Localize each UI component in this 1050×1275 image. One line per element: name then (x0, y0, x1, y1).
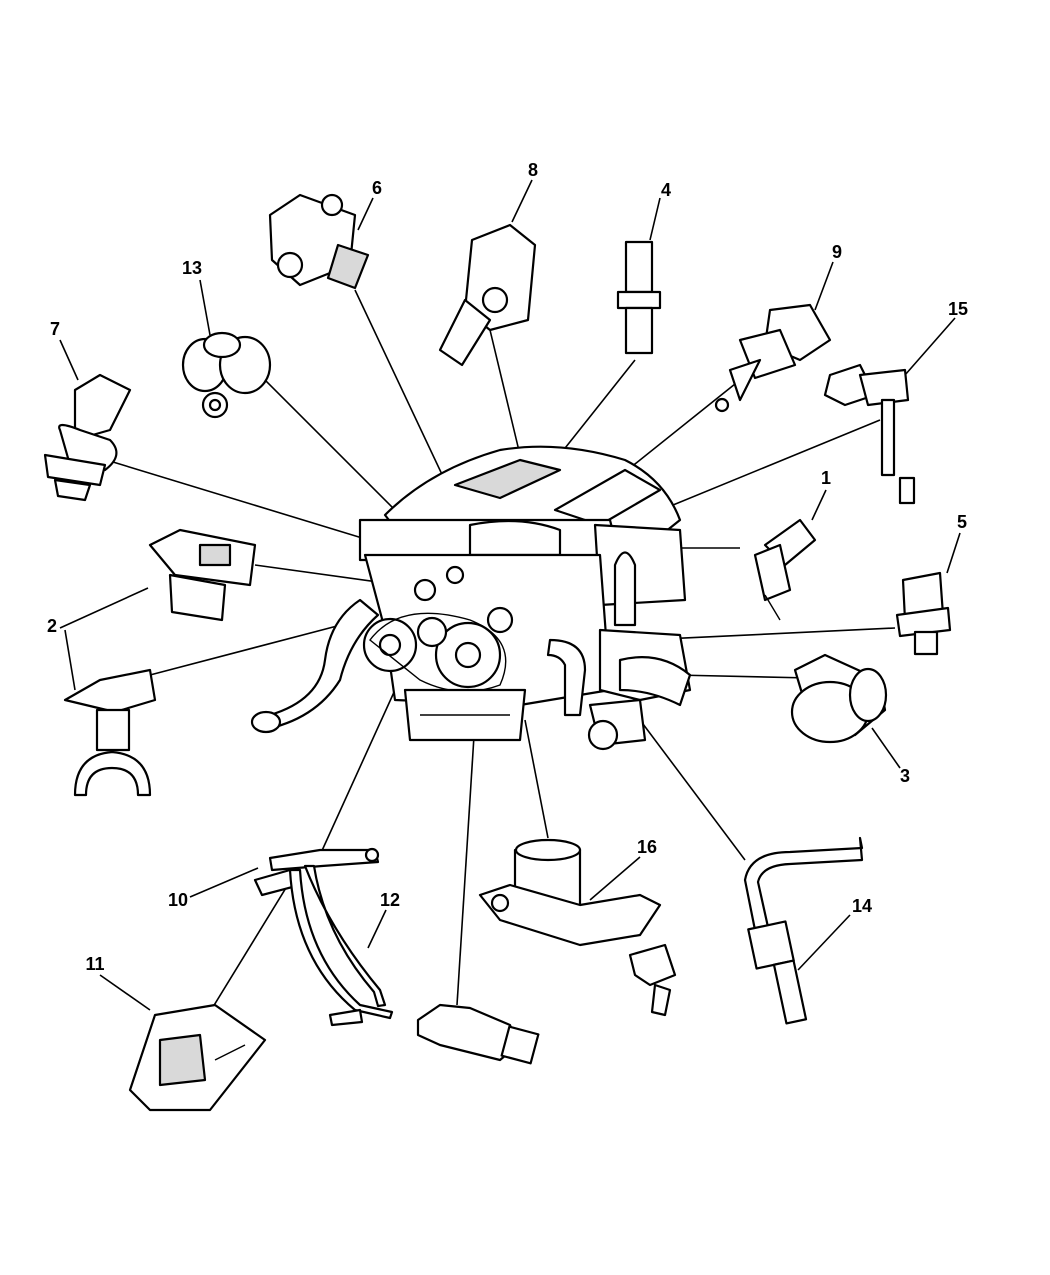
callout-tails (59, 179, 961, 1011)
sensor-part-13 (181, 331, 272, 419)
sensor-part-7 (43, 373, 132, 502)
sensor-part-4 (616, 240, 662, 355)
leader-lines (89, 289, 896, 1021)
callout-11: 11 (85, 954, 104, 974)
callout-10: 10 (168, 890, 188, 910)
callout-8: 8 (528, 160, 538, 180)
sensor-part-6 (268, 193, 370, 290)
callout-16: 16 (637, 837, 657, 857)
sensor-part-15 (823, 363, 916, 505)
sensor-part-11 (128, 1003, 267, 1112)
sensor-lower-center (416, 1003, 540, 1065)
engine-assembly (250, 445, 692, 751)
sensor-part-3 (790, 653, 888, 744)
callout-12: 12 (380, 890, 400, 910)
callout-5: 5 (957, 512, 967, 532)
sensor-part-5 (895, 571, 952, 656)
sensor-part-14 (743, 836, 864, 1025)
sensor-part-12 (288, 864, 394, 1027)
callout-9: 9 (832, 242, 842, 262)
sensor-part-8 (438, 223, 537, 367)
callout-3: 3 (900, 766, 910, 786)
sensor-part-2-lower (63, 668, 157, 797)
sensor-part-1 (753, 518, 817, 621)
callout-13: 13 (182, 258, 202, 278)
sensor-part-16 (478, 838, 677, 1017)
callout-2: 2 (47, 616, 57, 636)
callout-14: 14 (852, 896, 872, 916)
callout-6: 6 (372, 178, 382, 198)
callout-1: 1 (821, 468, 831, 488)
sensor-part-10 (253, 847, 380, 897)
callout-15: 15 (948, 299, 968, 319)
sensor-part-9 (714, 303, 832, 413)
callout-4: 4 (661, 180, 671, 200)
callout-labels: 1 2 3 4 5 6 7 8 9 10 11 12 13 14 15 16 (47, 160, 968, 974)
sensor-part-2-upper (148, 528, 257, 622)
callout-7: 7 (50, 319, 60, 339)
